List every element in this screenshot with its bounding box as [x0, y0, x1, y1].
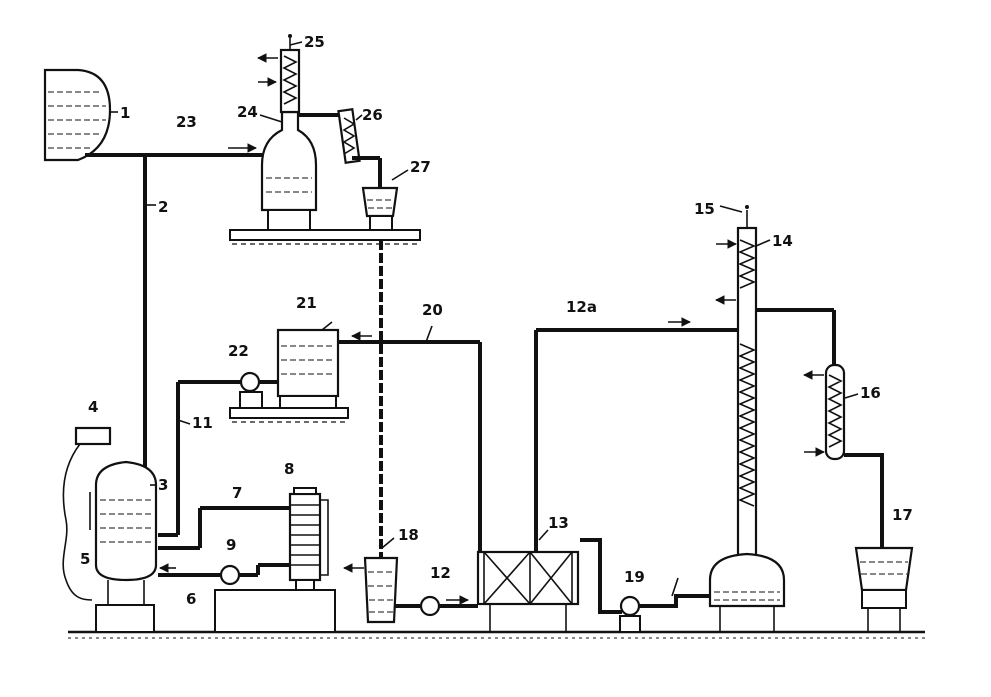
label-15: 15	[694, 200, 715, 218]
leader-lines	[110, 41, 859, 597]
pump-12	[394, 595, 478, 617]
pump-22	[239, 371, 278, 409]
reactor-3	[89, 460, 158, 633]
tank-21	[229, 328, 349, 423]
label-13: 13	[548, 514, 569, 532]
receiver-27	[361, 186, 399, 231]
pump-9	[158, 563, 336, 633]
label-1: 1	[120, 104, 130, 122]
storage-tank-1	[43, 68, 112, 162]
label-21: 21	[296, 294, 317, 312]
label-2: 2	[158, 198, 168, 216]
label-9: 9	[226, 536, 236, 554]
column-14	[708, 205, 786, 632]
instrument-4	[62, 426, 112, 601]
label-25: 25	[304, 33, 325, 51]
vessel-18	[343, 556, 399, 624]
coil-condenser-25	[257, 34, 301, 114]
filter-13	[476, 550, 580, 632]
label-16: 16	[860, 384, 881, 402]
pipe-20	[338, 331, 482, 560]
distillation-vessel-24	[260, 110, 318, 231]
pipe-23	[85, 143, 262, 157]
label-5: 5	[80, 550, 90, 568]
label-27: 27	[410, 158, 431, 176]
heat-exchanger-8	[288, 487, 329, 593]
label-24: 24	[237, 103, 258, 121]
label-12a: 12a	[566, 298, 597, 316]
pipe-11	[158, 380, 241, 537]
label-19: 19	[624, 568, 645, 586]
label-20: 20	[422, 301, 443, 319]
label-3: 3	[158, 476, 168, 494]
pipe-12a	[534, 317, 738, 552]
pipe-7	[158, 506, 290, 550]
condenser-16	[803, 363, 884, 548]
pump-19	[580, 538, 710, 633]
label-4: 4	[88, 398, 98, 416]
label-11: 11	[192, 414, 213, 432]
label-22: 22	[228, 342, 249, 360]
condenser-26	[337, 108, 382, 190]
label-17: 17	[892, 506, 913, 524]
label-23: 23	[176, 113, 197, 131]
label-14: 14	[772, 232, 793, 250]
label-12: 12	[430, 564, 451, 582]
receiver-17	[854, 546, 914, 632]
ground-line	[68, 630, 925, 639]
upper-platform	[229, 229, 421, 245]
label-8: 8	[284, 460, 294, 478]
label-6: 6	[186, 590, 196, 608]
label-7: 7	[232, 484, 242, 502]
label-18: 18	[398, 526, 419, 544]
overhead-pipe	[756, 308, 836, 365]
label-26: 26	[362, 106, 383, 124]
